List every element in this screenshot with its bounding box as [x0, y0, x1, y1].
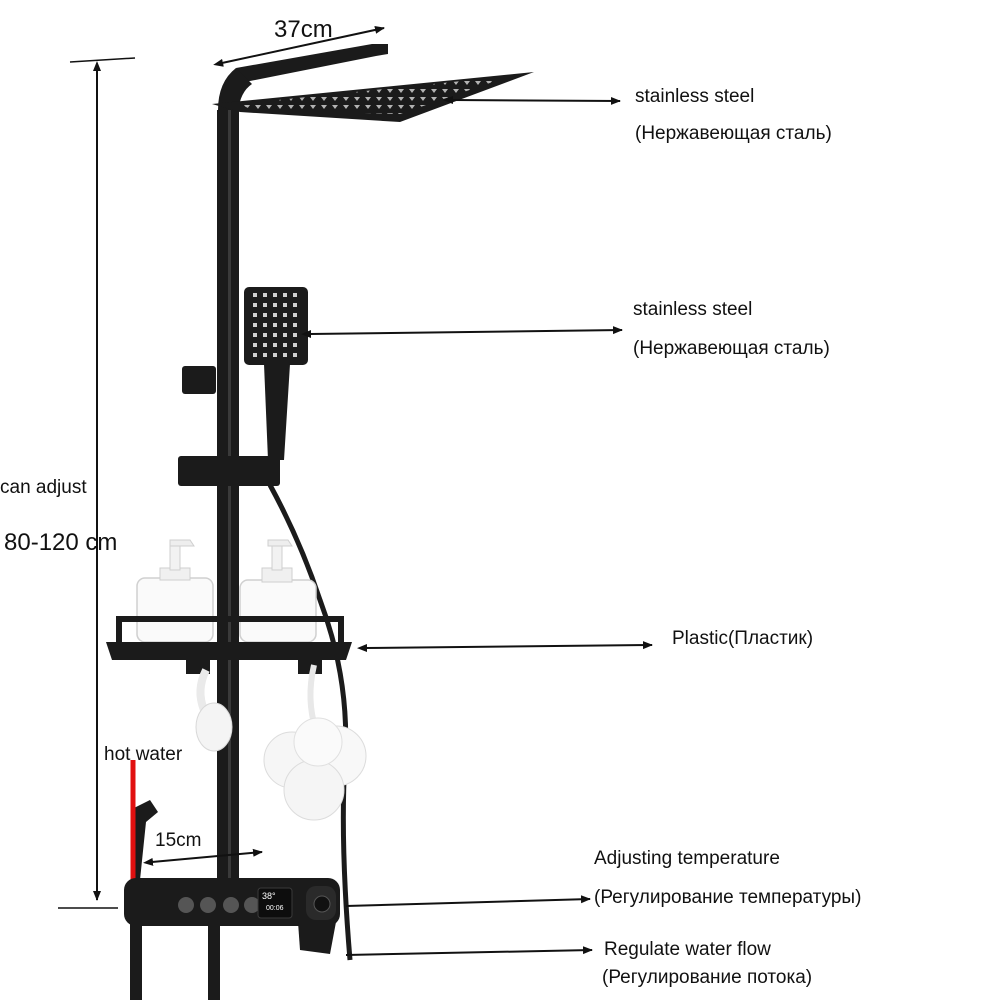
height-range-label: 80-120 cm — [4, 529, 118, 556]
width-dimension — [213, 25, 385, 67]
hand-shower-arrow — [301, 326, 623, 338]
flow-label-en: Regulate water flow — [604, 939, 771, 960]
hand-shower-material-en: stainless steel — [633, 299, 753, 320]
thermostatic-mixer — [124, 878, 340, 1000]
hand-shower-material-ru: (Нержавеющая сталь) — [633, 338, 830, 359]
display-time: 00:06 — [266, 905, 284, 912]
shelf-material: Plastic(Пластик) — [672, 628, 814, 649]
rain-shower-material-en: stainless steel — [635, 86, 755, 107]
temperature-label-ru: (Регулирование температуры) — [594, 887, 862, 908]
bath-brush — [195, 668, 233, 752]
storage-shelf — [106, 616, 352, 674]
riser-pipe — [217, 110, 239, 900]
rain-shower-material-ru: (Нержавеющая сталь) — [635, 123, 832, 144]
width-label: 37cm — [274, 16, 333, 43]
hand-shower — [244, 287, 308, 460]
shower-hose — [267, 483, 353, 961]
bidet-sprayer — [132, 800, 158, 880]
height-dimension — [58, 57, 136, 909]
height-caption: can adjust — [0, 477, 87, 498]
flow-label-ru: (Регулирование потока) — [602, 967, 813, 988]
shampoo-bottle — [136, 539, 214, 643]
slide-bracket — [178, 366, 280, 486]
display-temperature: 38° — [262, 891, 276, 901]
temperature-arrow — [345, 895, 591, 907]
spout-spacing-label: 15cm — [155, 830, 202, 851]
spout-spacing-dimension — [143, 848, 263, 866]
bath-sponge — [263, 664, 367, 821]
flow-arrow — [345, 946, 593, 956]
rain-shower-head — [212, 44, 534, 300]
shelf-arrow — [357, 641, 653, 652]
temperature-label-en: Adjusting temperature — [594, 848, 780, 869]
hot-water-label: hot water — [104, 744, 183, 765]
rain-shower-arrow — [443, 96, 621, 105]
